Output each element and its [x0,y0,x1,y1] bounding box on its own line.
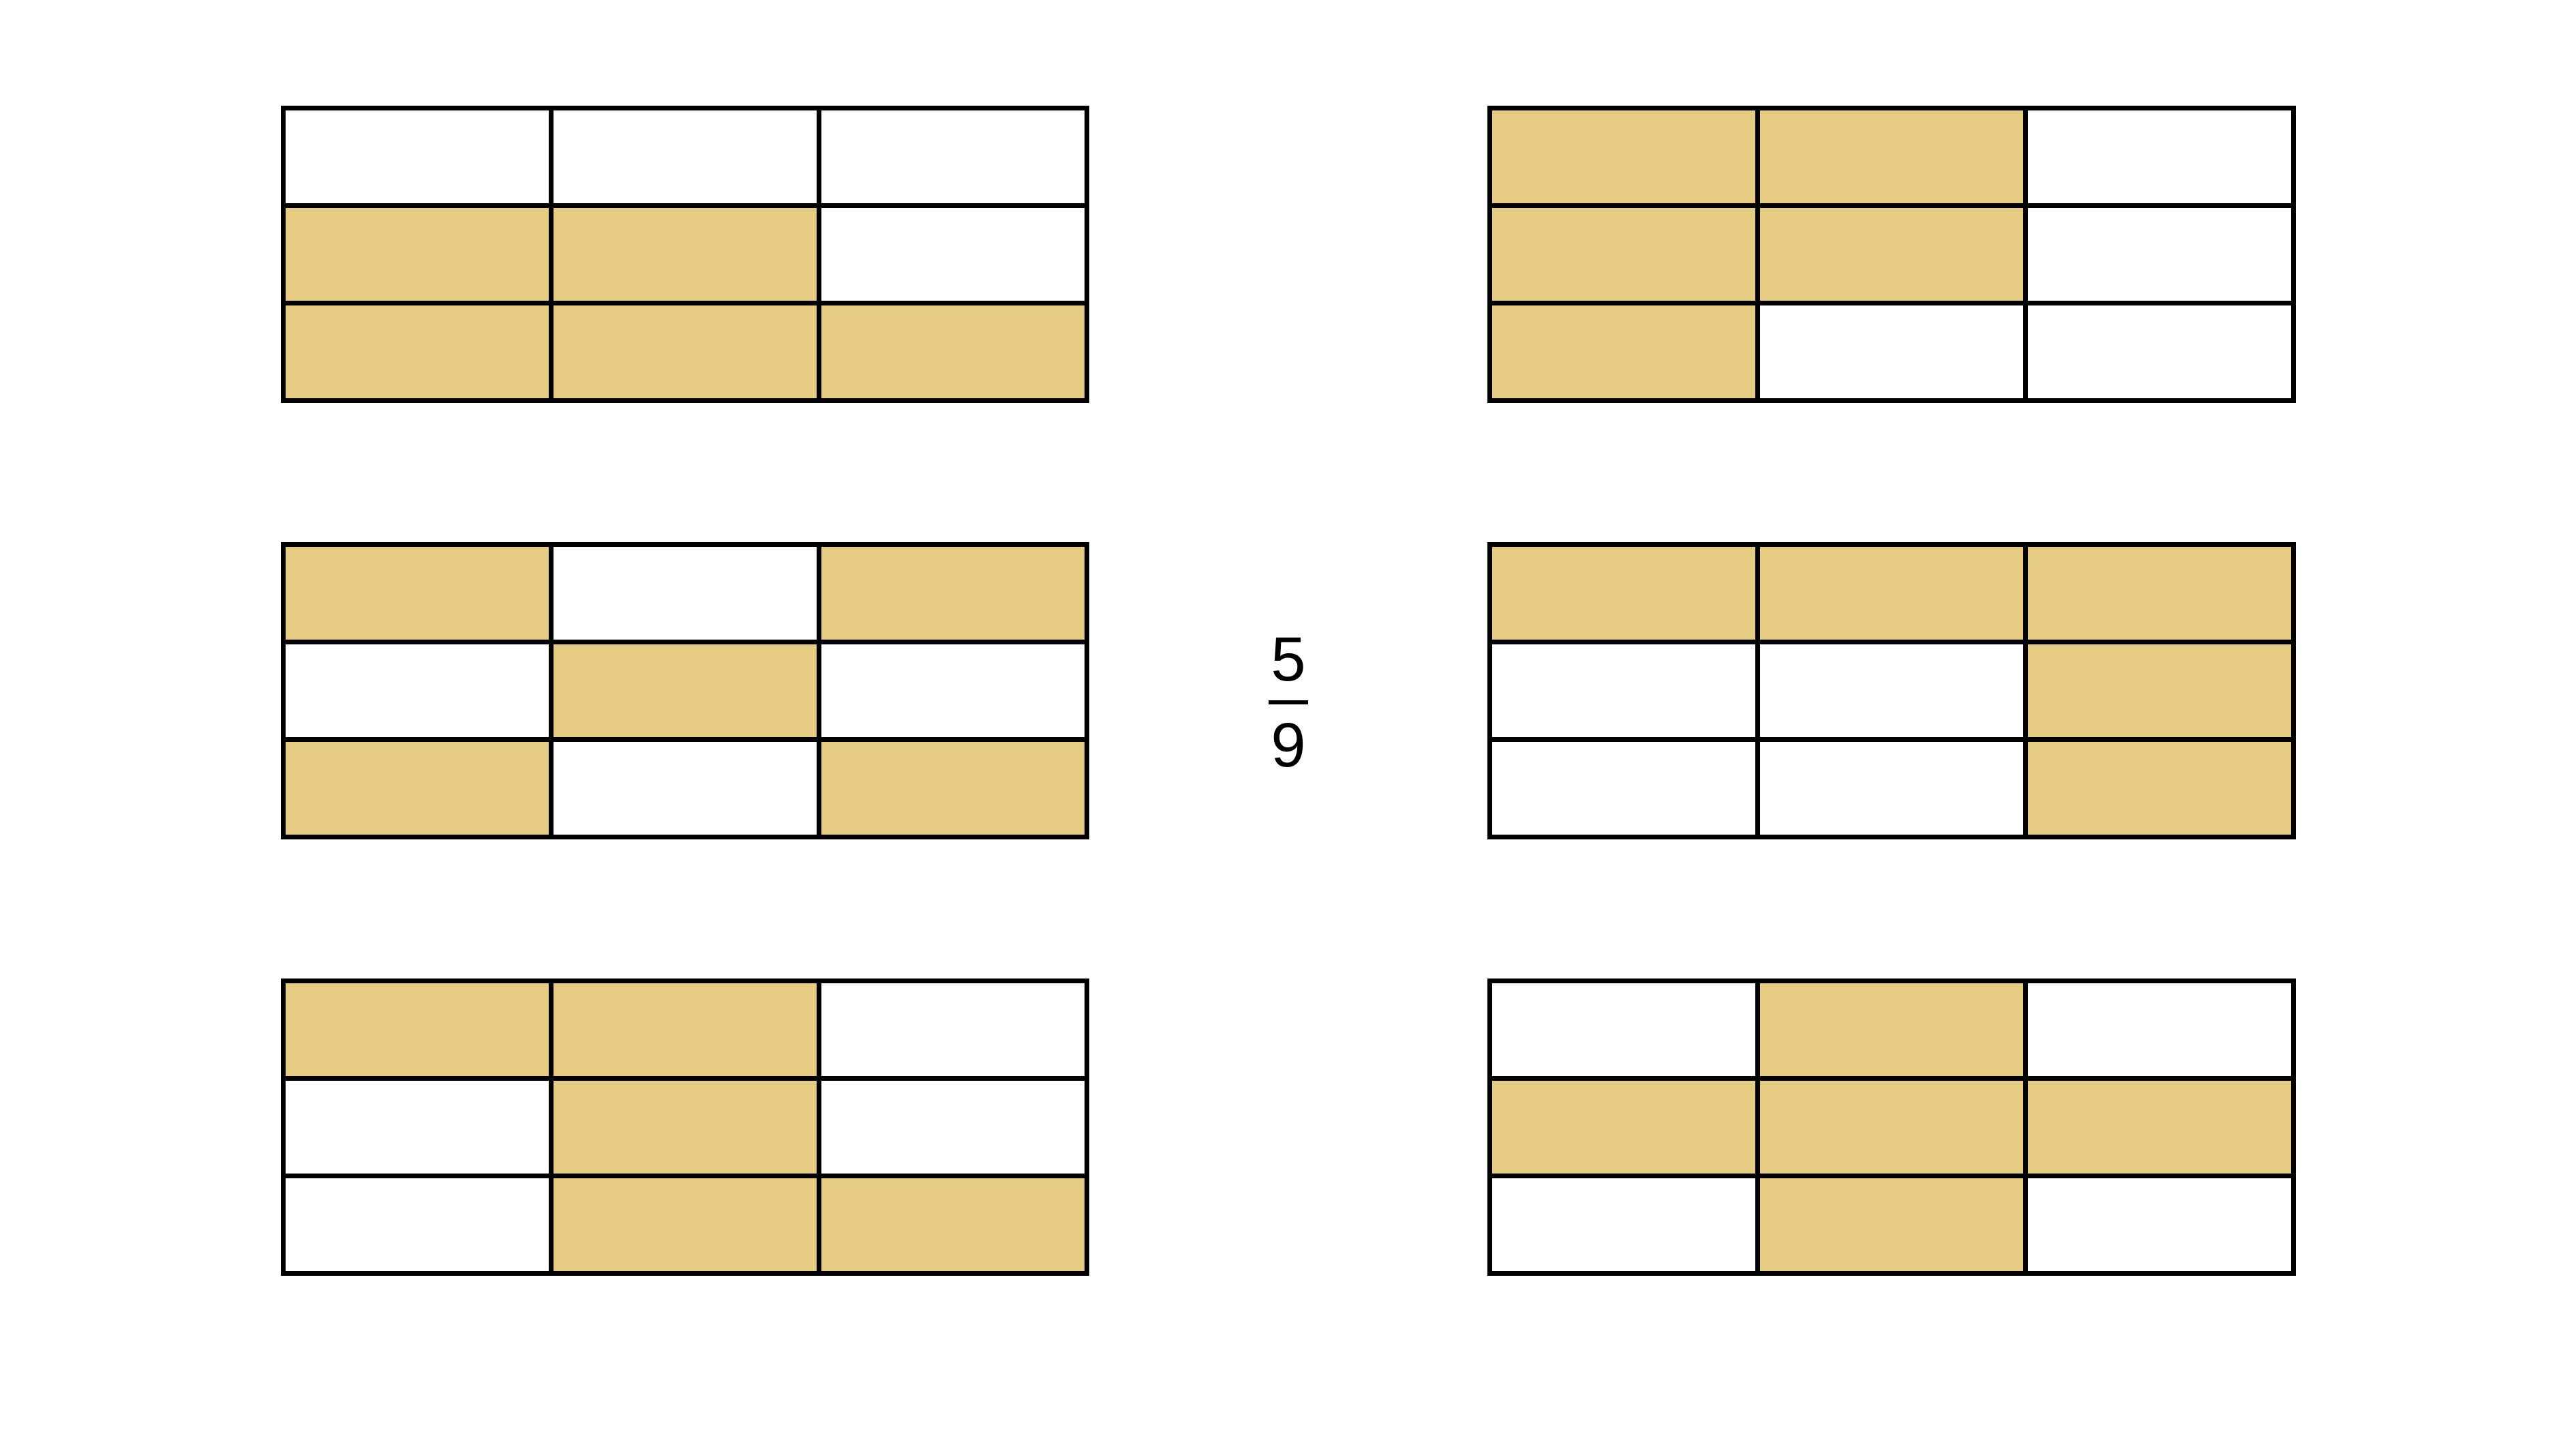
area-model-grid-2[interactable] [1487,106,2296,403]
grid-5-cell-r1c2[interactable] [554,983,817,1076]
grid-2-cell-r3c1[interactable] [1492,305,1755,398]
grid-5-cell-r3c1[interactable] [286,1178,549,1271]
grid-3-cell-r1c3[interactable] [821,547,1085,640]
fraction-numerator: 5 [1271,625,1306,694]
area-model-grid-6[interactable] [1487,979,2296,1276]
grid-2-cell-r2c1[interactable] [1492,208,1755,301]
grid-6-cell-r3c1[interactable] [1492,1178,1755,1271]
grid-6-cell-r1c3[interactable] [2028,983,2291,1076]
grid-5-cell-r2c2[interactable] [554,1081,817,1174]
grid-2-cell-r3c2[interactable] [1760,305,2023,398]
grid-6-cell-r1c1[interactable] [1492,983,1755,1076]
grid-6-cell-r2c2[interactable] [1760,1081,2023,1174]
grid-5-cell-r1c1[interactable] [286,983,549,1076]
grid-5-cell-r2c3[interactable] [821,1081,1085,1174]
grid-5-cell-r3c3[interactable] [821,1178,1085,1271]
grid-3-cell-r1c1[interactable] [286,547,549,640]
grid-3-cell-r3c1[interactable] [286,742,549,835]
area-model-grid-4[interactable] [1487,542,2296,839]
grid-6-cell-r3c2[interactable] [1760,1178,2023,1271]
grid-3-cell-r1c2[interactable] [554,547,817,640]
grid-3-cell-r3c3[interactable] [821,742,1085,835]
grid-4-cell-r3c2[interactable] [1760,742,2023,835]
grid-2-cell-r2c2[interactable] [1760,208,2023,301]
grid-4-cell-r2c1[interactable] [1492,644,1755,737]
fraction-denominator: 9 [1271,711,1306,780]
grid-4-cell-r2c3[interactable] [2028,644,2291,737]
grid-5-cell-r3c2[interactable] [554,1178,817,1271]
grid-4-cell-r3c1[interactable] [1492,742,1755,835]
grid-2-cell-r3c3[interactable] [2028,305,2291,398]
grid-2-cell-r1c1[interactable] [1492,110,1755,203]
grid-4-cell-r1c3[interactable] [2028,547,2291,640]
grid-1-cell-r3c2[interactable] [554,305,817,398]
grid-3-cell-r2c1[interactable] [286,644,549,737]
grid-1-cell-r1c2[interactable] [554,110,817,203]
grid-1-cell-r2c3[interactable] [821,208,1085,301]
grid-2-cell-r2c3[interactable] [2028,208,2291,301]
grid-1-cell-r2c2[interactable] [554,208,817,301]
grid-3-cell-r2c2[interactable] [554,644,817,737]
grid-3-cell-r3c2[interactable] [554,742,817,835]
grid-6-cell-r2c1[interactable] [1492,1081,1755,1174]
grid-2-cell-r1c2[interactable] [1760,110,2023,203]
grid-1-cell-r1c1[interactable] [286,110,549,203]
grid-3-cell-r2c3[interactable] [821,644,1085,737]
grid-6-cell-r1c2[interactable] [1760,983,2023,1076]
grid-6-cell-r2c3[interactable] [2028,1081,2291,1174]
grid-1-cell-r3c3[interactable] [821,305,1085,398]
grid-6-cell-r3c3[interactable] [2028,1178,2291,1271]
area-model-grid-3[interactable] [281,542,1089,839]
grid-1-cell-r2c1[interactable] [286,208,549,301]
fraction-bar [1269,700,1308,704]
grid-4-cell-r2c2[interactable] [1760,644,2023,737]
area-model-grid-1[interactable] [281,106,1089,403]
grid-2-cell-r1c3[interactable] [2028,110,2291,203]
grid-4-cell-r3c3[interactable] [2028,742,2291,835]
grid-4-cell-r1c1[interactable] [1492,547,1755,640]
grid-4-cell-r1c2[interactable] [1760,547,2023,640]
fraction-label: 5 9 [1220,614,1357,791]
area-model-grid-5[interactable] [281,979,1089,1276]
grid-5-cell-r2c1[interactable] [286,1081,549,1174]
grid-5-cell-r1c3[interactable] [821,983,1085,1076]
grid-1-cell-r1c3[interactable] [821,110,1085,203]
grid-1-cell-r3c1[interactable] [286,305,549,398]
